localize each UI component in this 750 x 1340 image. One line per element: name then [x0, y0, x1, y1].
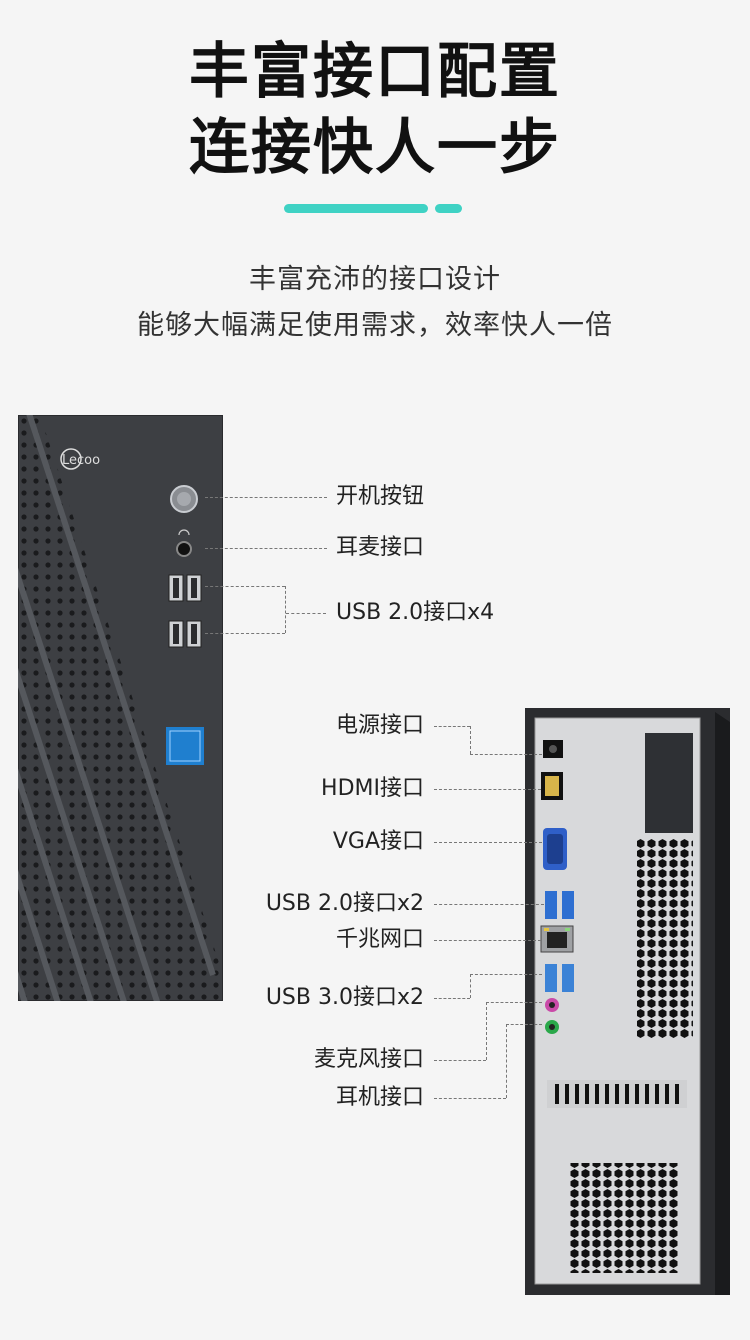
label-power-button: 开机按钮	[336, 484, 425, 509]
lecoo-logo: Lecoo	[60, 448, 100, 470]
headline-line-1: 丰富接口配置	[189, 37, 561, 107]
label-front-usb: USB 2.0接口x4	[336, 600, 495, 625]
accent-bar-short	[435, 204, 462, 213]
svg-text:Lecoo: Lecoo	[62, 453, 100, 468]
label-headphone-jack: 耳机接口	[335, 1085, 424, 1110]
lan-port	[540, 925, 574, 953]
intel-core-badge	[166, 727, 204, 765]
subtitle-line-2: 能够大幅满足使用需求，效率快人一倍	[137, 310, 613, 341]
accent-bar-long	[284, 204, 428, 213]
vga-port	[543, 828, 567, 870]
dc-power-jack	[543, 740, 563, 758]
label-usb3-rear: USB 3.0接口x2	[265, 985, 424, 1010]
subtitle-line-1: 丰富充沛的接口设计	[249, 264, 501, 295]
headset-jack	[176, 541, 192, 557]
rear-usb2-ports	[545, 891, 574, 919]
headline-line-2: 连接快人一步	[189, 113, 561, 183]
label-mic-jack: 麦克风接口	[313, 1047, 424, 1072]
label-headset-port: 耳麦接口	[336, 535, 425, 560]
usb-front-ports	[168, 574, 202, 648]
rear-panel-illustration	[525, 708, 730, 1295]
front-panel-illustration: Lecoo	[18, 415, 223, 1001]
label-hdmi-port: HDMI接口	[321, 776, 424, 801]
label-power-jack: 电源接口	[335, 713, 424, 738]
label-lan-port: 千兆网口	[335, 927, 424, 952]
label-usb2-rear: USB 2.0接口x2	[265, 891, 424, 916]
label-vga-port: VGA接口	[332, 829, 424, 854]
rear-usb3-ports	[545, 964, 574, 992]
headset-icon	[178, 529, 190, 536]
